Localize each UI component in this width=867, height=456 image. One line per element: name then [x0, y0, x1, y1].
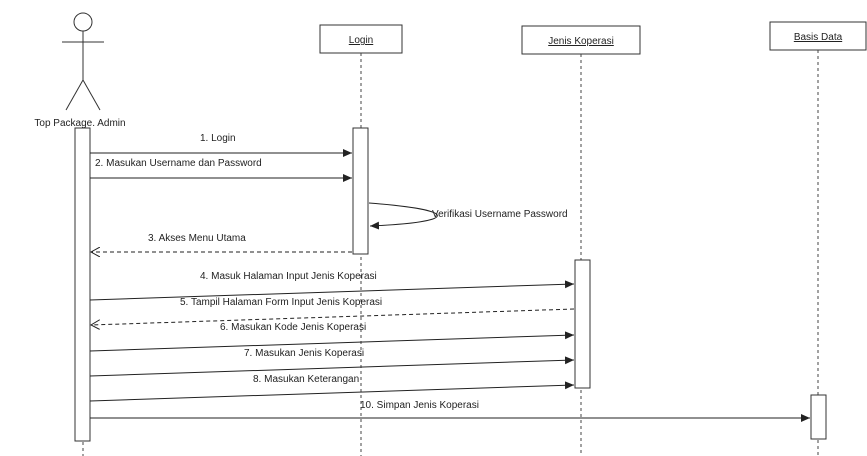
message-5-arrow	[91, 308, 575, 325]
message-7-arrow	[89, 356, 575, 377]
message-8-arrow	[89, 381, 575, 402]
message-6-label: 6. Masukan Kode Jenis Koperasi	[220, 322, 366, 333]
object-jenis-koperasi: Jenis Koperasi	[521, 25, 641, 55]
activation-basis-data	[810, 394, 827, 440]
activation-jenis-koperasi	[574, 259, 591, 389]
message-10-label: 10. Simpan Jenis Koperasi	[360, 400, 479, 411]
object-basis-data: Basis Data	[769, 21, 867, 51]
object-jenis-koperasi-label: Jenis Koperasi	[548, 36, 614, 47]
message-2-label: 2. Masukan Username dan Password	[95, 158, 262, 169]
message-4-arrow	[89, 280, 575, 301]
lifelines	[82, 50, 819, 456]
message-self-arrow	[368, 202, 438, 230]
object-basis-data-label: Basis Data	[794, 32, 843, 43]
message-7-label: 7. Masukan Jenis Koperasi	[244, 348, 364, 359]
activation-actor	[74, 127, 91, 442]
message-self-label: Verifikasi Username Password	[432, 209, 568, 220]
message-8-label: 8. Masukan Keterangan	[253, 374, 359, 385]
activation-login	[352, 127, 369, 255]
object-login: Login	[319, 24, 403, 54]
message-1-label: 1. Login	[200, 133, 236, 144]
message-5-label: 5. Tampil Halaman Form Input Jenis Koper…	[180, 297, 382, 308]
actor-figure	[62, 12, 104, 111]
object-login-label: Login	[349, 35, 373, 46]
message-6-arrow	[89, 331, 575, 352]
message-3-label: 3. Akses Menu Utama	[148, 233, 246, 244]
message-4-label: 4. Masuk Halaman Input Jenis Koperasi	[200, 271, 377, 282]
actor-label: Top Package. Admin	[34, 118, 125, 129]
